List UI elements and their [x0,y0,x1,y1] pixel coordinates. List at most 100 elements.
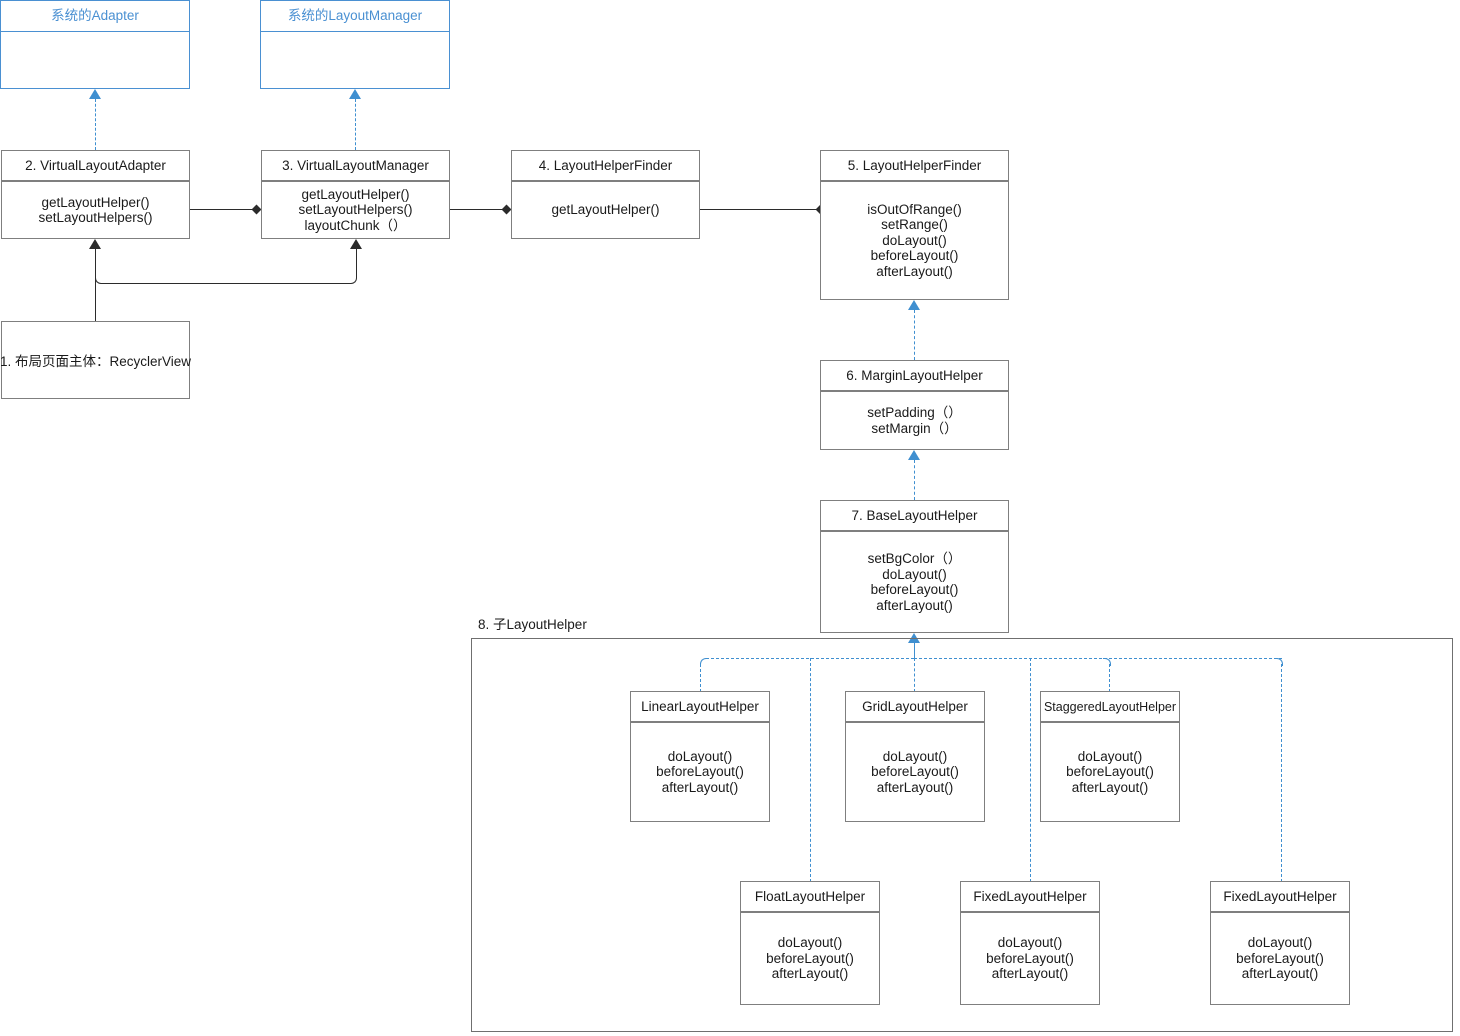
class-box-gridlayouthelper[interactable]: GridLayoutHelper doLayout() beforeLayout… [845,691,985,822]
class-box-floatlayouthelper[interactable]: FloatLayoutHelper doLayout() beforeLayou… [740,881,880,1005]
method-item: afterLayout() [1071,779,1149,795]
arrowhead-margin-to-finder5 [908,300,920,310]
class-members-floatlayouthelper: doLayout() beforeLayout() afterLayout() [741,913,879,1004]
method-item: doLayout() [882,232,947,248]
method-item: doLayout() [667,748,733,764]
connector-base-to-margin [914,460,915,500]
method-item: afterLayout() [876,597,953,613]
connector-recyclerview-to-manager-elbow-left [95,274,105,284]
class-box-virtuallayoutadapter[interactable]: 2. VirtualLayoutAdapter getLayoutHelper(… [1,150,190,239]
class-box-sys-layoutmanager[interactable]: 系统的LayoutManager [260,0,450,89]
bus-elbow-far-left [700,658,708,666]
method-item: beforeLayout() [870,248,959,264]
method-item: setBgColor（） [867,551,962,566]
class-members-marginlayouthelper: setPadding（） setMargin（） [821,392,1008,449]
method-item: getLayoutHelper() [41,194,150,210]
class-title-floatlayouthelper: FloatLayoutHelper [741,882,879,913]
connector-manager-to-sys-layoutmanager [355,99,356,150]
class-title-virtuallayoutadapter: 2. VirtualLayoutAdapter [2,151,189,182]
class-members-sys-layoutmanager [261,32,449,88]
method-item: setPadding（） [867,405,962,420]
connector-bus-to-fixed1 [1030,658,1031,882]
bus-elbow-staggered [1103,658,1111,666]
class-title-layouthelperfinder-4: 4. LayoutHelperFinder [512,151,699,182]
connector-bus-to-float [810,658,811,882]
connector-recyclerview-to-manager-horizontal [104,283,347,284]
class-title-virtuallayoutmanager: 3. VirtualLayoutManager [262,151,449,182]
method-item: setLayoutHelpers() [38,210,153,225]
class-box-recyclerview[interactable]: 1. 布局页面主体：RecyclerView [0,321,192,399]
class-members-staggeredlayouthelper: doLayout() beforeLayout() afterLayout() [1041,723,1179,821]
method-item: afterLayout() [771,966,849,982]
class-box-layouthelperfinder-5[interactable]: 5. LayoutHelperFinder isOutOfRange() set… [820,150,1009,300]
method-item: setMargin（） [871,420,958,436]
method-item: beforeLayout() [656,764,744,780]
class-members-fixedlayouthelper-2: doLayout() beforeLayout() afterLayout() [1211,913,1349,1004]
group-label-sub-layouthelper: 8. 子LayoutHelper [478,617,587,632]
method-item: beforeLayout() [871,764,959,780]
class-members-layouthelperfinder-5: isOutOfRange() setRange() doLayout() bef… [821,182,1008,299]
method-item: afterLayout() [1241,966,1319,982]
method-item: setLayoutHelpers() [298,202,413,218]
connector-bus-to-staggered [1109,664,1110,692]
method-item: doLayout() [777,935,843,951]
class-box-staggeredlayouthelper[interactable]: StaggeredLayoutHelper doLayout() beforeL… [1040,691,1180,822]
method-item: doLayout() [882,566,947,582]
method-item: isOutOfRange() [867,201,962,217]
method-item: getLayoutHelper() [301,186,410,202]
class-members-virtuallayoutadapter: getLayoutHelper() setLayoutHelpers() [2,182,189,238]
class-title-linearlayouthelper: LinearLayoutHelper [631,692,769,723]
method-item: afterLayout() [876,263,953,279]
connector-adapter-to-manager [190,209,256,210]
connector-recyclerview-to-manager-vertical [356,249,357,275]
bus-elbow-far-right [1275,658,1283,666]
class-box-layouthelperfinder-4[interactable]: 4. LayoutHelperFinder getLayoutHelper() [511,150,700,239]
class-title-marginlayouthelper: 6. MarginLayoutHelper [821,361,1008,392]
connector-finder4-to-finder5 [700,209,826,210]
class-box-marginlayouthelper[interactable]: 6. MarginLayoutHelper setPadding（） setMa… [820,360,1009,450]
connector-manager-to-finder4 [450,209,516,210]
method-item: setRange() [881,217,948,233]
class-box-baselayouthelper[interactable]: 7. BaseLayoutHelper setBgColor（） doLayou… [820,500,1009,633]
method-item: beforeLayout() [870,582,959,597]
class-title-recyclerview: 1. 布局页面主体：RecyclerView [0,354,192,369]
class-box-virtuallayoutmanager[interactable]: 3. VirtualLayoutManager getLayoutHelper(… [261,150,450,239]
class-title-fixedlayouthelper-2: FixedLayoutHelper [1211,882,1349,913]
class-members-baselayouthelper: setBgColor（） doLayout() beforeLayout() a… [821,532,1008,632]
bus-line-right [914,658,1282,659]
arrowhead-base-to-margin [908,450,920,460]
arrowhead-recyclerview-to-adapter [89,239,101,249]
composition-diamond-manager [251,204,262,215]
method-item: afterLayout() [661,779,739,795]
method-item: beforeLayout() [1236,950,1324,966]
connector-recyclerview-to-manager-elbow-right [347,274,357,284]
connector-adapter-to-sys-adapter [95,99,96,150]
method-item: getLayoutHelper() [551,202,660,218]
class-members-layouthelperfinder-4: getLayoutHelper() [512,182,699,238]
arrowhead-adapter-to-sys-adapter [89,89,101,99]
class-members-gridlayouthelper: doLayout() beforeLayout() afterLayout() [846,723,984,821]
class-members-sys-adapter [1,32,189,88]
class-title-layouthelperfinder-5: 5. LayoutHelperFinder [821,151,1008,182]
method-item: doLayout() [1247,935,1313,951]
method-item: doLayout() [997,935,1063,951]
class-box-linearlayouthelper[interactable]: LinearLayoutHelper doLayout() beforeLayo… [630,691,770,822]
method-item: afterLayout() [876,779,954,795]
class-title-baselayouthelper: 7. BaseLayoutHelper [821,501,1008,532]
class-title-sys-layoutmanager: 系统的LayoutManager [261,1,449,32]
class-title-sys-adapter: 系统的Adapter [1,1,189,32]
connector-margin-to-finder5 [914,310,915,360]
class-box-fixedlayouthelper-2[interactable]: FixedLayoutHelper doLayout() beforeLayou… [1210,881,1350,1005]
method-item: beforeLayout() [766,950,854,966]
arrowhead-recyclerview-to-manager [350,239,362,249]
class-box-fixedlayouthelper-1[interactable]: FixedLayoutHelper doLayout() beforeLayou… [960,881,1100,1005]
class-members-linearlayouthelper: doLayout() beforeLayout() afterLayout() [631,723,769,821]
class-box-sys-adapter[interactable]: 系统的Adapter [0,0,190,89]
method-item: doLayout() [1077,748,1143,764]
connector-bus-to-grid [914,658,915,692]
method-item: doLayout() [882,748,948,764]
connector-bus-to-fixed2 [1281,664,1282,882]
arrowhead-manager-to-sys-layoutmanager [349,89,361,99]
method-item: beforeLayout() [1066,764,1154,780]
